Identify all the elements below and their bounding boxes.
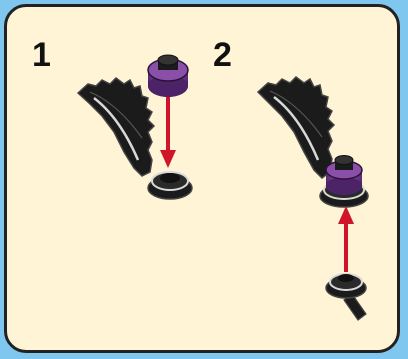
step2-joint-with-connector-icon (319, 155, 369, 208)
step1-purple-connector-icon (147, 54, 189, 97)
step1-wing-icon (76, 77, 156, 177)
step1-red-arrow-icon (160, 88, 176, 168)
step-number-1: 1 (32, 36, 51, 74)
step2-ball-joint-icon (325, 273, 367, 321)
step2-red-arrow-icon (338, 206, 354, 272)
step-number-2: 2 (213, 36, 232, 74)
step2-wing-icon (256, 76, 336, 179)
step1-joint-icon (147, 171, 193, 200)
